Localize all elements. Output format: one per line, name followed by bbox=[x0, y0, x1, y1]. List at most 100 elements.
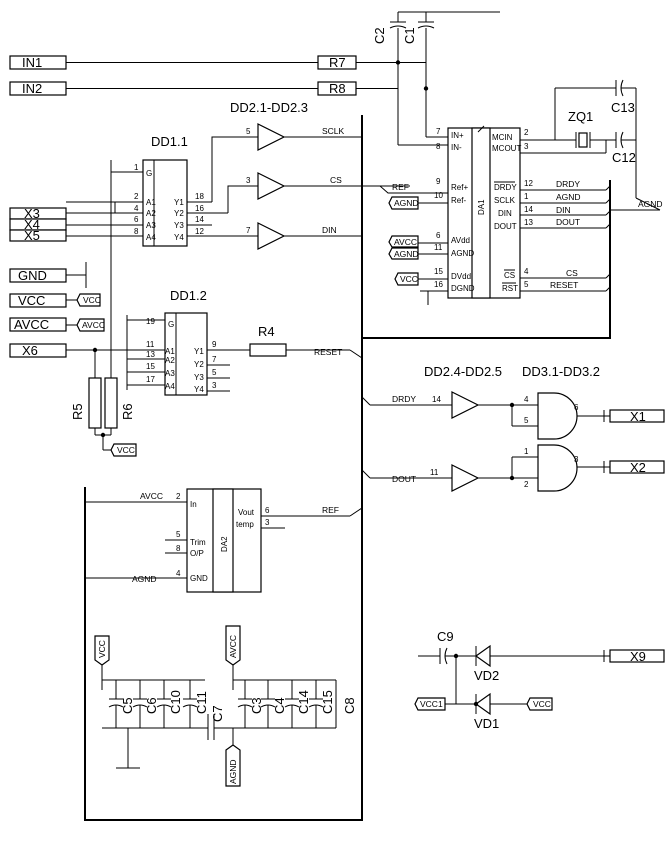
svg-text:4: 4 bbox=[524, 395, 529, 404]
svg-text:G: G bbox=[168, 320, 174, 329]
svg-text:3: 3 bbox=[524, 142, 529, 151]
svg-text:12: 12 bbox=[195, 227, 204, 236]
svg-text:R5: R5 bbox=[70, 403, 85, 420]
svg-text:12: 12 bbox=[524, 179, 533, 188]
svg-text:C1: C1 bbox=[402, 27, 417, 44]
svg-text:DRDY: DRDY bbox=[494, 183, 517, 192]
connector-x6: X6 bbox=[9, 343, 67, 358]
connector-vcc: VCC bbox=[9, 293, 67, 308]
capacitor-c15: C15 bbox=[308, 680, 335, 728]
output-connectors: X1 X2 X9 bbox=[603, 409, 665, 664]
svg-text:5: 5 bbox=[176, 530, 181, 539]
svg-text:DIN: DIN bbox=[498, 209, 512, 218]
svg-text:A3: A3 bbox=[146, 221, 156, 230]
svg-text:Ref-: Ref- bbox=[451, 196, 466, 205]
svg-text:6: 6 bbox=[265, 506, 270, 515]
svg-text:SCLK: SCLK bbox=[322, 126, 345, 136]
svg-text:9: 9 bbox=[436, 177, 441, 186]
capacitor-c3: C3 bbox=[237, 680, 264, 728]
connector-x9: X9 bbox=[603, 649, 665, 664]
svg-text:1: 1 bbox=[134, 163, 139, 172]
input-filter-wiring: C2 C1 bbox=[356, 11, 500, 146]
svg-text:15: 15 bbox=[146, 362, 155, 371]
svg-text:ZQ1: ZQ1 bbox=[568, 109, 593, 124]
svg-text:16: 16 bbox=[434, 280, 443, 289]
svg-text:C4: C4 bbox=[272, 697, 287, 714]
svg-text:5: 5 bbox=[524, 280, 529, 289]
capacitor-c14: C14 bbox=[284, 680, 311, 728]
svg-text:8: 8 bbox=[176, 544, 181, 553]
resistor-r8: R8 bbox=[317, 81, 357, 96]
svg-text:AGND: AGND bbox=[638, 199, 663, 209]
svg-text:VCC: VCC bbox=[83, 295, 101, 305]
svg-text:15: 15 bbox=[434, 267, 443, 276]
capacitor-c10: C10 bbox=[156, 680, 183, 728]
svg-text:DGND: DGND bbox=[451, 284, 475, 293]
svg-text:X6: X6 bbox=[22, 343, 38, 358]
svg-text:C2: C2 bbox=[372, 27, 387, 44]
svg-text:C10: C10 bbox=[168, 690, 183, 714]
svg-text:AVdd: AVdd bbox=[451, 236, 470, 245]
svg-text:DVdd: DVdd bbox=[451, 272, 471, 281]
section-frames bbox=[84, 115, 611, 821]
svg-text:VD1: VD1 bbox=[474, 716, 499, 731]
svg-text:DOUT: DOUT bbox=[494, 222, 517, 231]
svg-text:AVCC: AVCC bbox=[14, 317, 49, 332]
svg-text:4: 4 bbox=[524, 267, 529, 276]
capacitor-c4: C4 bbox=[260, 680, 287, 728]
svg-text:Y2: Y2 bbox=[174, 209, 184, 218]
svg-text:14: 14 bbox=[432, 395, 441, 404]
svg-text:R7: R7 bbox=[329, 55, 346, 70]
tag-agnd-da1: AGND bbox=[388, 196, 419, 210]
tag-avcc-da1: AVCC bbox=[388, 235, 419, 248]
svg-text:SCLK: SCLK bbox=[494, 196, 516, 205]
svg-text:A2: A2 bbox=[146, 209, 156, 218]
svg-text:14: 14 bbox=[195, 215, 204, 224]
svg-text:AGND: AGND bbox=[394, 249, 419, 259]
svg-text:RST: RST bbox=[502, 284, 518, 293]
svg-text:C11: C11 bbox=[194, 691, 209, 714]
svg-text:IN1: IN1 bbox=[22, 55, 42, 70]
svg-text:IN+: IN+ bbox=[451, 131, 464, 140]
svg-text:AGND: AGND bbox=[394, 198, 419, 208]
svg-text:CS: CS bbox=[330, 175, 342, 185]
svg-text:AVCC: AVCC bbox=[394, 237, 417, 247]
svg-text:R6: R6 bbox=[120, 403, 135, 420]
svg-text:X5: X5 bbox=[24, 228, 40, 243]
svg-text:3: 3 bbox=[212, 381, 217, 390]
connector-x1: X1 bbox=[603, 409, 665, 424]
resistor-r6: R6 bbox=[104, 377, 135, 429]
svg-text:C13: C13 bbox=[611, 100, 635, 115]
svg-text:5: 5 bbox=[212, 368, 217, 377]
dd2-1-dd2-3-buffers: DD2.1-DD2.3 5 3 7 SCLK CS DIN bbox=[230, 100, 410, 250]
svg-text:C15: C15 bbox=[320, 690, 335, 714]
svg-text:X4: X4 bbox=[24, 217, 40, 232]
svg-text:DA2: DA2 bbox=[220, 536, 229, 552]
svg-text:REF: REF bbox=[322, 505, 339, 515]
connector-in1: IN1 bbox=[9, 55, 72, 70]
svg-text:AGND: AGND bbox=[451, 249, 474, 258]
decoupling-bank: VCC AVCC AGND C7 bbox=[94, 625, 336, 787]
svg-text:VCC: VCC bbox=[97, 640, 107, 658]
svg-text:DRDY: DRDY bbox=[556, 179, 580, 189]
svg-text:DD3.1-DD3.2: DD3.1-DD3.2 bbox=[522, 364, 600, 379]
power-tags: VCC AVCC VCC bbox=[76, 293, 137, 457]
svg-text:13: 13 bbox=[146, 350, 155, 359]
svg-text:X3: X3 bbox=[24, 206, 40, 221]
svg-text:A2: A2 bbox=[165, 356, 175, 365]
svg-text:X1: X1 bbox=[630, 409, 646, 424]
capacitor-c5: C5 bbox=[108, 680, 135, 728]
svg-text:DD1.2: DD1.2 bbox=[170, 288, 207, 303]
diode-protection: C9 VD2 VD1 VCC1 VCC bbox=[414, 629, 604, 731]
svg-text:AGND: AGND bbox=[132, 574, 157, 584]
svg-text:11: 11 bbox=[146, 340, 155, 349]
svg-text:DOUT: DOUT bbox=[556, 217, 580, 227]
output-logic: DD2.4-DD2.5 DD3.1-DD3.2 DRDY 14 4 5 6 DO… bbox=[361, 364, 604, 492]
svg-text:8: 8 bbox=[436, 142, 441, 151]
svg-text:IN-: IN- bbox=[451, 143, 462, 152]
svg-text:DRDY: DRDY bbox=[392, 394, 416, 404]
svg-text:A3: A3 bbox=[165, 369, 175, 378]
svg-text:4: 4 bbox=[134, 204, 139, 213]
svg-text:DD2.4-DD2.5: DD2.4-DD2.5 bbox=[424, 364, 502, 379]
